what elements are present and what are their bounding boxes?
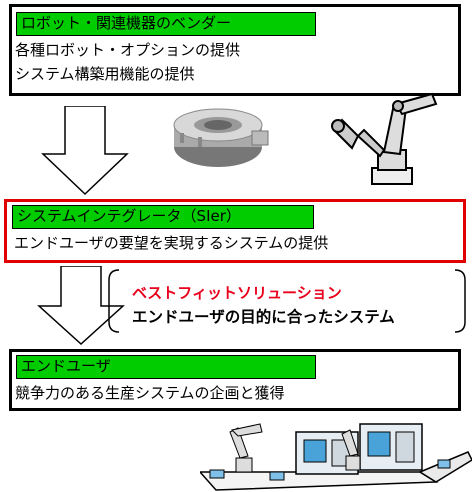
down-arrow-1 [40, 106, 130, 196]
callout-bracket [105, 266, 470, 336]
enduser-line-1: 競争力のある生産システムの企画と獲得 [15, 384, 285, 402]
callout-title: ベストフィットソリューション [132, 284, 342, 302]
force-sensor-icon [170, 105, 270, 173]
sier-header: システムインテグレータ（SIer） [12, 205, 314, 229]
callout-subtitle: エンドユーザの目的に合ったシステム [132, 308, 395, 326]
vendor-header: ロボット・関連機器のベンダー [16, 12, 316, 36]
vendor-line-1: 各種ロボット・オプションの提供 [15, 41, 241, 59]
down-arrow-2 [36, 266, 126, 346]
production-line-icon [200, 410, 472, 492]
robot-arm-icon [324, 90, 444, 190]
enduser-header: エンドユーザ [16, 355, 316, 379]
sier-line-1: エンドユーザの要望を実現するシステムの提供 [14, 234, 329, 252]
vendor-line-2: システム構築用機能の提供 [15, 65, 195, 83]
